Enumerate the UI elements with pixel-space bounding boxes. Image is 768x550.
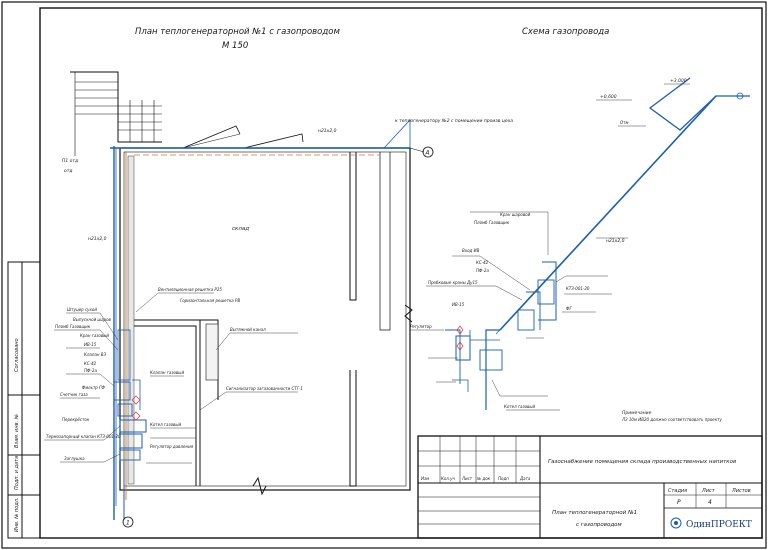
scheme-pipe-label: н21х2,0 <box>606 238 625 244</box>
scheme-note-text: ЛЗ 10м ИВ20 должно соответствовать проек… <box>621 417 723 422</box>
scheme-callout: Кран шаровой <box>500 212 531 217</box>
scheme-callout: Регулятор <box>410 324 432 329</box>
scheme-callout: КС-42 <box>476 260 489 265</box>
scheme-callout: КТЗ-001-20 <box>566 286 590 291</box>
scheme-callout: Отм <box>620 120 629 125</box>
axis-bubble-1: 1 <box>122 516 134 528</box>
plan-callout: Регулятор давления <box>150 444 194 449</box>
plan-pipe-label-vertical: н21х2,0 <box>88 236 107 242</box>
plan-callout: Выпускной шаров <box>73 317 112 322</box>
left-stamp: Согласовано Взам. инв. № Подп. и дата Ин… <box>7 261 41 539</box>
wall-stub-label-1: П1 отд <box>62 158 78 164</box>
scheme-note-label: Примечание <box>622 410 652 416</box>
company-logo: ОдинПРОЕКТ <box>670 517 752 530</box>
plan-callouts: Штуцер сухой Выпускной шаров Пломб Газов… <box>46 287 303 461</box>
sheet-value: 4 <box>708 499 712 506</box>
plan-callout: ПФ-2а <box>84 368 97 373</box>
sheet-header: Лист <box>701 488 716 494</box>
plan-pipe-label-top: н21х2,0 <box>318 128 337 134</box>
stamp-cell-replace: Взам. инв. № <box>14 414 20 448</box>
stage-value: Р <box>677 499 681 506</box>
scheme-leader-lines <box>410 83 690 411</box>
scheme-callout: Пломб Газовщик <box>474 220 510 225</box>
sheet-title-line1: План теплогенераторной №1 <box>552 510 637 516</box>
plan-callout: Горизонтальная решетка РВ <box>180 298 240 303</box>
stage-header: Стадия <box>668 488 687 494</box>
plan-callout: ИВ-15 <box>84 342 97 347</box>
plan-title: План теплогенераторной №1 с газопроводом <box>135 27 340 37</box>
stamp-cell-inventory: Инв. № подл. <box>14 498 20 533</box>
plan-callout: Перекрёсток <box>62 417 90 422</box>
plan-callout: Котел газовый <box>150 422 182 427</box>
sheets-header: Листов <box>731 488 751 494</box>
scheme-level-2: +3,000 <box>670 78 687 84</box>
axis-bubble-a: А <box>422 146 434 158</box>
header-cell: Подп <box>498 476 509 481</box>
plan-callout: Счетчик газа <box>60 392 88 397</box>
wall-stub-label-2: отд <box>64 169 73 174</box>
room-label: склад <box>232 226 249 232</box>
plan-callout: Вытяжной канал <box>230 327 266 332</box>
header-cell: Изм <box>421 476 429 481</box>
plan-gas-pipe <box>110 118 425 520</box>
plan-callout: Термозапорный клапан КТЗ-001-20 <box>46 434 121 439</box>
svg-text:1: 1 <box>126 520 130 527</box>
scheme-callout: ФГ <box>566 306 572 311</box>
plan-callout: Клапан газовый <box>150 370 184 375</box>
building-walls <box>119 147 413 496</box>
staircase <box>70 71 162 156</box>
stamp-cell-sign-date: Подп. и дата <box>14 456 20 490</box>
plan-callout: Клапан ВЗ <box>84 352 107 357</box>
stamp-cell-agreed: Согласовано <box>14 338 20 372</box>
plan-scale: М 150 <box>222 41 248 51</box>
scheme-callout: Пробковые краны Ду15 <box>428 280 478 285</box>
scheme-callout: Котел газовый <box>504 404 536 409</box>
plan-callout: Фильтр ГФ <box>82 385 105 390</box>
sheet-title-line2: с газопроводом <box>576 522 622 528</box>
scheme-callout: ИВ-15 <box>452 302 465 307</box>
title-block <box>417 435 763 539</box>
scheme-callout: Вход ИВ <box>462 248 480 253</box>
company-name: ОдинПРОЕКТ <box>686 520 752 530</box>
header-cell: Кол.уч <box>441 476 455 481</box>
scheme-gas-pipe <box>445 77 750 410</box>
header-cell: № док <box>476 476 491 481</box>
scheme-callout: ПФ-2а <box>476 268 489 273</box>
plan-callout: Пломб Газовщик <box>55 324 91 329</box>
plan-callout: Кран газовый <box>80 333 109 338</box>
scheme-level-1: +0,600 <box>600 94 617 100</box>
door-swings <box>182 125 304 149</box>
title-block-headers: Изм Кол.уч Лист № док Подп Дата <box>421 476 531 481</box>
gas-supply-note: к теплогенератору №2 с помещении произв … <box>395 118 513 124</box>
header-cell: Лист <box>461 476 473 481</box>
header-cell: Дата <box>519 476 531 481</box>
plan-callout: Сигнализатор загазованности СТГ-1 <box>226 386 303 391</box>
plan-callout: Заглушка <box>64 456 85 461</box>
project-name: Газоснабжение помещения склада производс… <box>548 459 736 465</box>
plan-leader-lines <box>44 292 298 464</box>
plan-callout: Вентиляционная решетка Р25 <box>158 287 222 292</box>
scheme-title: Схема газопровода <box>522 27 609 37</box>
svg-text:А: А <box>425 150 430 157</box>
plan-callout: КС-42 <box>84 361 97 366</box>
scheme-callouts: Кран шаровой Пломб Газовщик Вход ИВ КС-4… <box>410 120 629 409</box>
plan-callout: Штуцер сухой <box>67 307 97 312</box>
